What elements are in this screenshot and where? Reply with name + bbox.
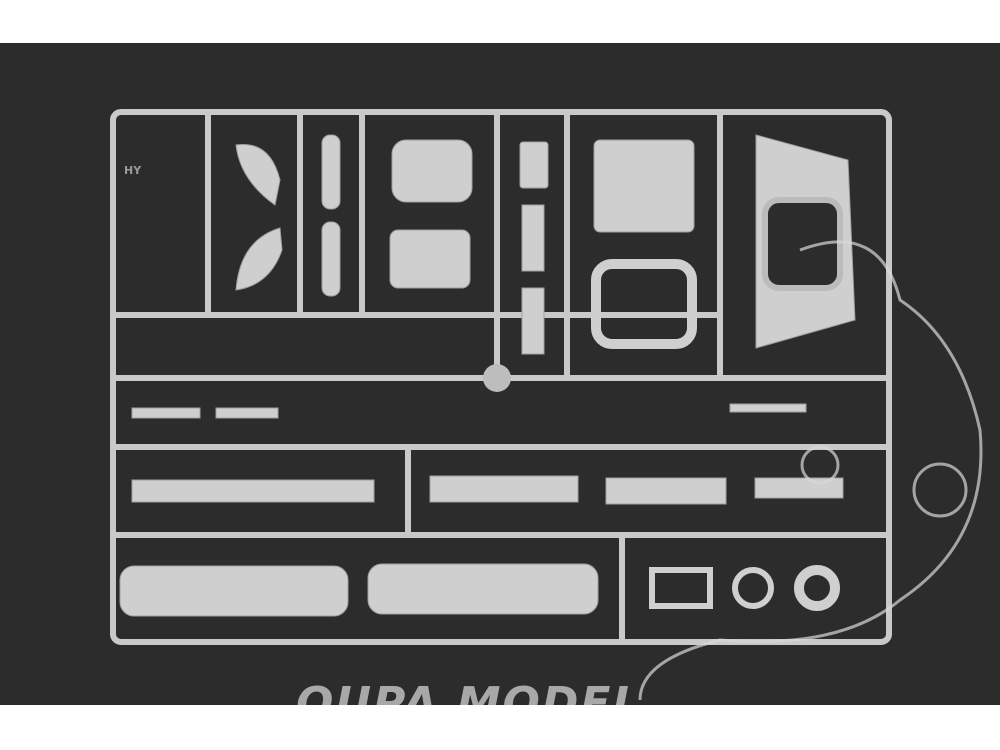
- top-border: [0, 0, 1000, 43]
- parts: [119, 134, 856, 617]
- watermark-text: OUPA MODEL: [296, 678, 643, 705]
- sprue-drawing: [110, 109, 983, 701]
- bottom-border: [0, 705, 1000, 750]
- sprue-tag: HY: [124, 164, 142, 177]
- sprue-photo: HY OUPA MODEL: [0, 43, 1000, 705]
- sprue-gate-hub: [483, 364, 511, 392]
- watermark-dragon: [638, 240, 983, 701]
- sprue-runners: [110, 109, 892, 645]
